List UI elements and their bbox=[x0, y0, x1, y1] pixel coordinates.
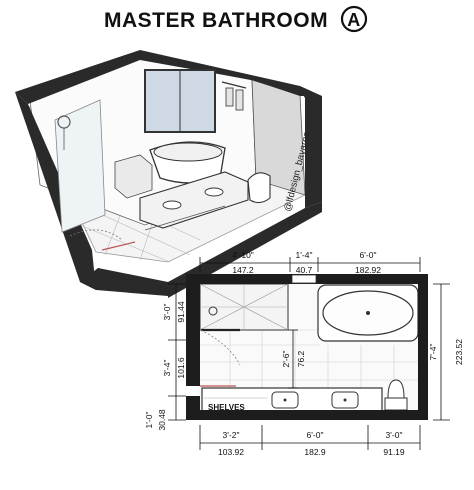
dim-bottom-2-imperial: 6'-0" bbox=[307, 430, 324, 440]
plan-wall-left-lower bbox=[186, 396, 200, 420]
dim-bottom-3-imperial: 3'-0" bbox=[386, 430, 403, 440]
isometric-view bbox=[15, 50, 322, 298]
page-title: MASTER BATHROOM bbox=[104, 9, 328, 32]
dim-left-2-metric: 101.6 bbox=[176, 357, 186, 379]
dim-bottom-2-metric: 182.9 bbox=[304, 447, 326, 457]
iso-wall-front-left bbox=[80, 268, 168, 296]
section-badge-letter: A bbox=[347, 10, 361, 30]
iso-wall-right bbox=[300, 90, 322, 208]
shelves-label: SHELVES bbox=[208, 403, 245, 412]
plan-toilet-tank bbox=[384, 397, 408, 411]
iso-bench bbox=[114, 154, 153, 199]
plan-floor-tiles bbox=[197, 329, 419, 388]
dim-left-1-metric: 91.44 bbox=[176, 301, 186, 323]
dim-bottom-1-metric: 103.92 bbox=[218, 447, 244, 457]
iso-wall-top-back bbox=[140, 50, 322, 96]
dim-bottom-1-imperial: 3'-2" bbox=[223, 430, 240, 440]
dim-top-1-metric: 147.2 bbox=[232, 265, 254, 275]
iso-wall-left bbox=[15, 92, 96, 290]
dim-top-2-metric: 40.7 bbox=[296, 265, 313, 275]
plan-wall-right bbox=[418, 274, 428, 420]
iso-vanity bbox=[139, 171, 249, 229]
dim-left-3-metric: 30.48 bbox=[157, 409, 167, 431]
plan-toilet-bowl bbox=[387, 379, 405, 399]
dim-top-3-imperial: 6'-0" bbox=[360, 250, 377, 260]
dim-right-imperial: 7'-4" bbox=[428, 344, 438, 361]
plan-wall-left bbox=[186, 274, 200, 386]
dim-left-3-imperial: 1'-0" bbox=[144, 412, 154, 429]
dimension-lines bbox=[168, 257, 450, 450]
plan-window bbox=[291, 274, 317, 284]
dim-top-2-imperial: 1'-4" bbox=[296, 250, 313, 260]
dim-right-metric: 223.52 bbox=[454, 339, 464, 365]
iso-shower-glass bbox=[54, 99, 106, 233]
section-badge: A bbox=[340, 5, 368, 33]
iso-towel-1 bbox=[225, 87, 234, 107]
plan-wall-bottom bbox=[186, 410, 428, 420]
dim-left-2-imperial: 3'-4" bbox=[162, 360, 172, 377]
iso-toilet bbox=[247, 172, 271, 204]
plan-shower-drain bbox=[208, 306, 218, 316]
dim-top-1-imperial: 4'-10" bbox=[232, 250, 254, 260]
iso-towel-2 bbox=[235, 89, 244, 111]
dim-top-3-metric: 182.92 bbox=[355, 265, 381, 275]
plan-door-swing bbox=[200, 329, 241, 366]
iso-wall-top-left bbox=[15, 50, 140, 104]
dim-inner-metric: 76.2 bbox=[296, 350, 306, 367]
dim-inner-imperial: 2'-6" bbox=[281, 351, 291, 368]
dim-bottom-3-metric: 91.19 bbox=[383, 447, 405, 457]
dim-left-1-imperial: 3'-0" bbox=[162, 304, 172, 321]
floor-plan: SHELVES bbox=[186, 274, 428, 420]
